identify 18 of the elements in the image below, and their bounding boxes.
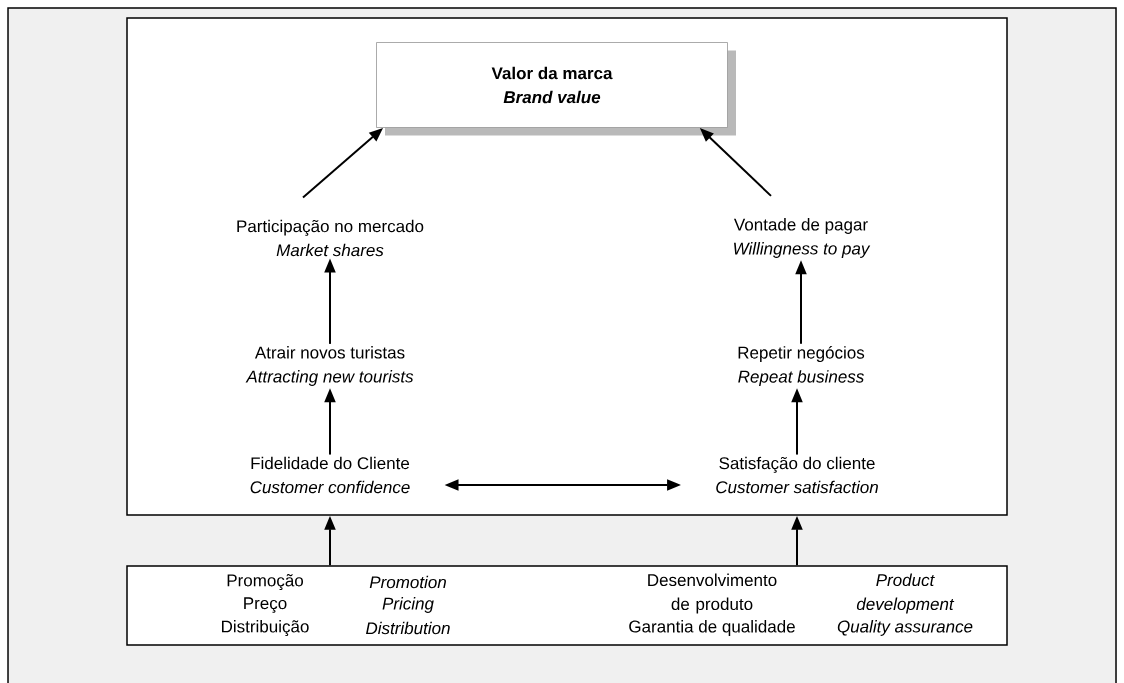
factor-label: Satisfação do cliente Customer satisfaction [716, 456, 878, 494]
list-text: Product development [856, 573, 955, 614]
factor-label: Participação no mercado Market shares [237, 219, 424, 257]
factor-label: Atrair novos turistas Attracting new tourists [245, 346, 414, 386]
input-box [126, 565, 1008, 646]
list-text: Distribution [366, 621, 450, 635]
list-text: Preço [244, 597, 287, 613]
list-text: Pricing [382, 597, 434, 613]
list-text: Garantia de qualidade [629, 620, 795, 636]
list-text: Promoção [227, 574, 303, 590]
title-box: Valor da marca Brand value [376, 42, 736, 136]
factor-label: Repetir negócios Repeat business [738, 346, 865, 387]
factor-label: Fidelidade do Cliente Customer confidence [250, 456, 410, 494]
factor-label: Vontade de pagar Willingness to pay [733, 218, 871, 258]
list-text: Quality assurance [837, 620, 973, 636]
list-text: Distribuição [222, 620, 309, 636]
list-text: Promotion [369, 575, 446, 589]
list-text: Desenvolvimento de produto [648, 573, 777, 614]
